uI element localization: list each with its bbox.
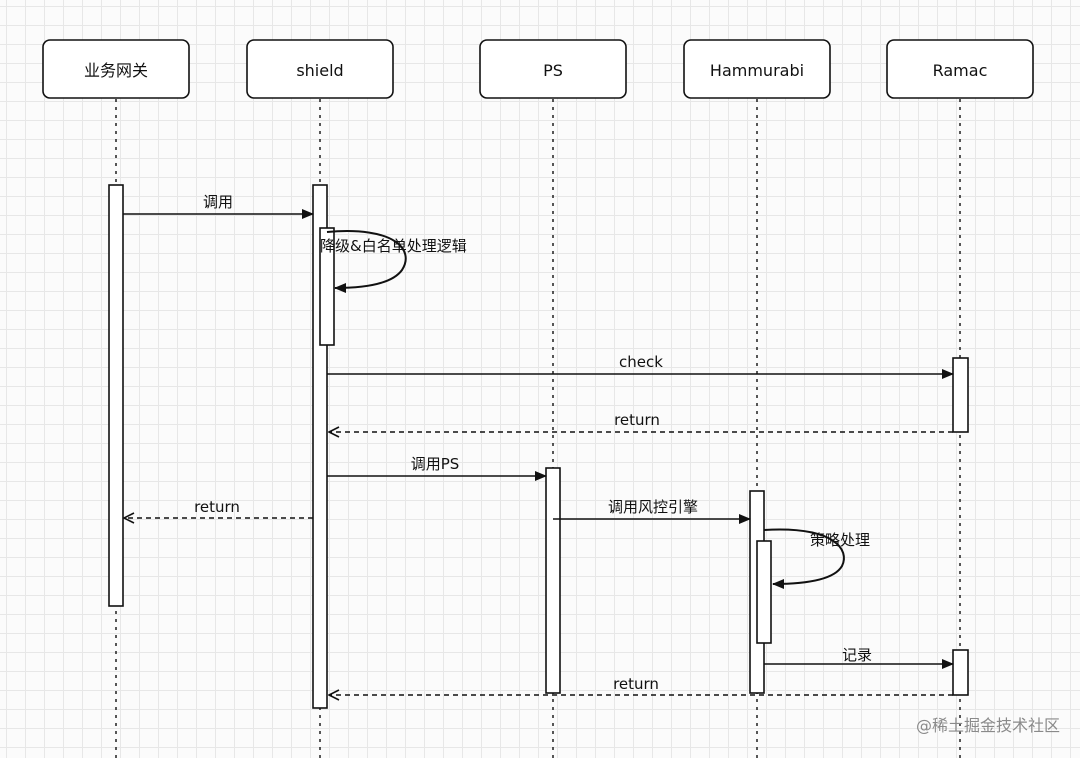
actor-ps[interactable]: PS [479, 39, 627, 99]
message-record[interactable]: 记录 [764, 646, 954, 669]
message-label: 调用PS [411, 455, 460, 473]
message-call-risk-engine[interactable]: 调用风控引擎 [553, 498, 751, 524]
activation-shield-nested [319, 227, 335, 346]
message-self-shield[interactable]: 降级&白名单处理逻辑 [320, 230, 467, 293]
actor-box [479, 39, 627, 99]
message-call-shield[interactable]: 调用 [123, 193, 314, 219]
actor-label-gateway: 业务网关 [84, 61, 148, 80]
message-label: 策略处理 [810, 531, 870, 549]
message-label: 记录 [842, 646, 872, 664]
message-label: 降级&白名单处理逻辑 [320, 237, 467, 255]
message-return-check[interactable]: return [329, 411, 953, 432]
message-label: return [614, 411, 660, 429]
actor-box [683, 39, 831, 99]
self-loop-arrow [763, 528, 845, 589]
actor-ramac[interactable]: Ramac [886, 39, 1034, 99]
message-label: 调用 [203, 193, 233, 211]
actor-shield[interactable]: shield [246, 39, 394, 99]
activations [108, 184, 969, 709]
message-label: 调用风控引擎 [608, 498, 698, 516]
message-label: check [619, 353, 663, 371]
message-check[interactable]: check [327, 353, 954, 379]
actor-box [42, 39, 190, 99]
self-loop-arrow [326, 230, 407, 293]
actor-label-ramac: Ramac [933, 61, 988, 80]
actor-hammurabi[interactable]: Hammurabi [683, 39, 831, 99]
message-return-gateway[interactable]: return [124, 498, 313, 518]
activation-hammurabi-nested [756, 540, 772, 644]
activation-ramac-record [952, 649, 969, 696]
lifelines [115, 99, 961, 758]
activation-ramac-check [952, 357, 969, 433]
message-label: return [613, 675, 659, 693]
actor-box [246, 39, 394, 99]
actor-label-hammurabi: Hammurabi [710, 61, 804, 80]
actor-gateway[interactable]: 业务网关 [42, 39, 190, 99]
watermark: @稀土掘金技术社区 [915, 716, 1060, 735]
message-self-hammurabi[interactable]: 策略处理 [763, 528, 870, 589]
message-return-final[interactable]: return [329, 675, 953, 695]
actor-label-ps: PS [543, 61, 563, 80]
activation-ps [545, 467, 561, 694]
activation-gateway [108, 184, 124, 607]
message-label: return [194, 498, 240, 516]
message-call-ps[interactable]: 调用PS [327, 455, 547, 481]
actor-label-shield: shield [296, 61, 343, 80]
actor-box [886, 39, 1034, 99]
